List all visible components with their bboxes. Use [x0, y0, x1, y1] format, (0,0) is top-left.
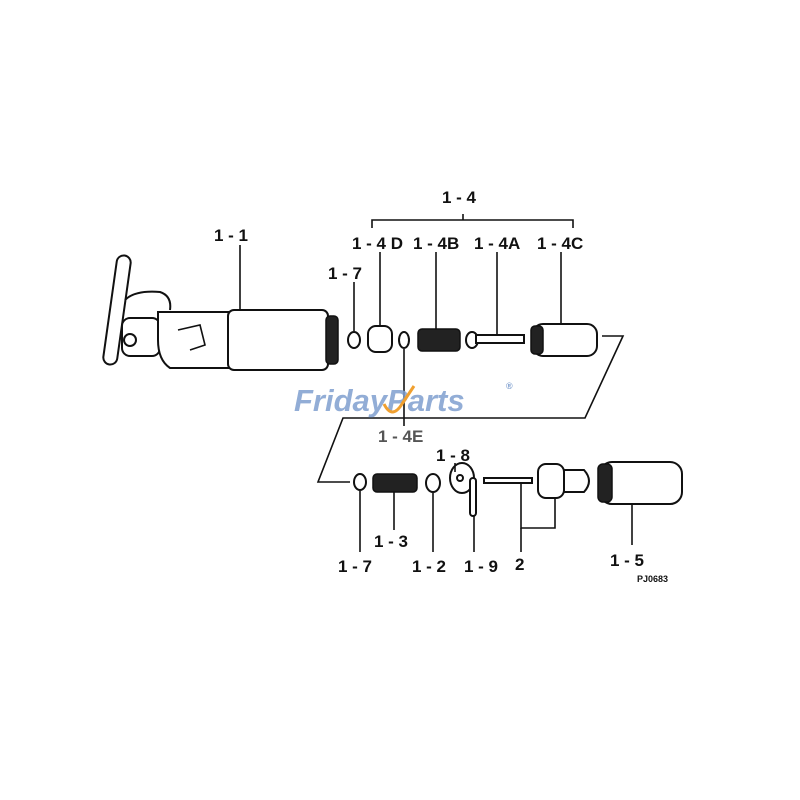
label-1-2: 1 - 2 [412, 557, 446, 576]
label-2: 2 [515, 555, 524, 574]
label-1-4a: 1 - 4A [474, 234, 520, 253]
pushrod-1-4a [475, 334, 525, 344]
label-1-3: 1 - 3 [374, 532, 408, 551]
label-1-5: 1 - 5 [610, 551, 644, 570]
label-1-4e: 1 - 4E [378, 427, 423, 446]
injector-body [102, 254, 339, 371]
label-1-8: 1 - 8 [436, 446, 470, 465]
drawing-code: PJ0683 [637, 574, 668, 584]
nut-thread [597, 463, 613, 503]
label-1-7-top: 1 - 7 [328, 264, 362, 283]
leader-2 [520, 482, 556, 529]
label-1-4: 1 - 4 [442, 188, 477, 207]
label-1-1: 1 - 1 [214, 226, 248, 245]
spring-1-3 [372, 473, 418, 493]
bracket-1-4 [371, 219, 574, 228]
plate-hole [456, 474, 464, 482]
washer-1-7-bottom [353, 473, 367, 491]
label-1-4b: 1 - 4B [413, 234, 459, 253]
assembly-path-line [316, 335, 625, 483]
pin-1-9 [469, 477, 477, 517]
watermark-logo: FridayParts [294, 383, 465, 418]
spring-1-4b [417, 328, 461, 352]
washer-1-4e [398, 331, 410, 349]
label-1-4c: 1 - 4C [537, 234, 583, 253]
label-1-7-bottom: 1 - 7 [338, 557, 372, 576]
washer-1-7-top [347, 331, 361, 349]
watermark-registered: ® [506, 381, 513, 391]
label-1-9: 1 - 9 [464, 557, 498, 576]
label-1-4d: 1 - 4 D [352, 234, 403, 253]
part-1-4d [367, 325, 393, 353]
watermark-check-icon [382, 385, 416, 414]
washer-1-2 [425, 473, 441, 493]
nozzle-assembly-2 [483, 463, 590, 499]
sleeve-thread [530, 325, 544, 355]
